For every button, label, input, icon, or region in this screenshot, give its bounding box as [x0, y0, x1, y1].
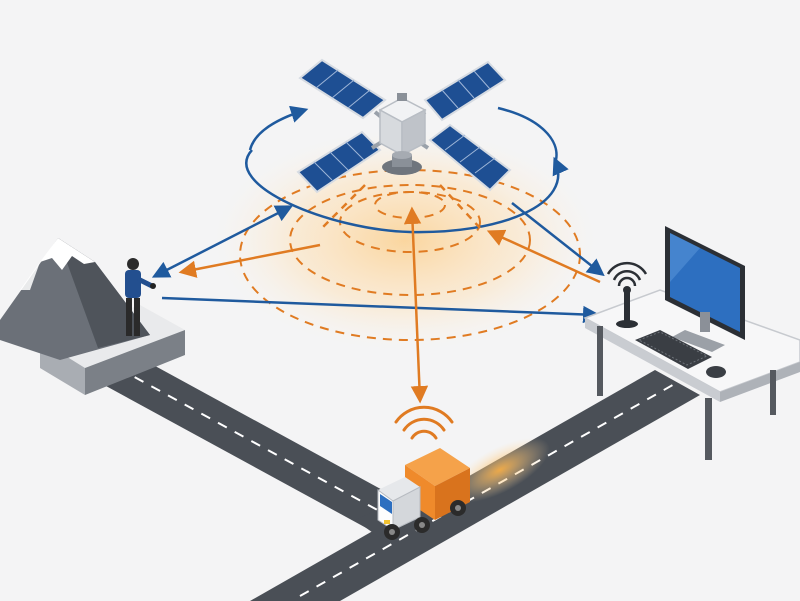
- solar-panel-top-left: [298, 58, 387, 120]
- blue-link-user-station: [161, 296, 601, 324]
- truck-signal-waves: [394, 405, 454, 440]
- solar-panel-bottom-left: [296, 130, 382, 194]
- orange-dash-left: [319, 184, 366, 231]
- person-icon: [125, 258, 156, 336]
- mouse-icon: [706, 366, 726, 378]
- blue-links: [151, 202, 605, 324]
- antenna-icon: [606, 261, 648, 328]
- satellite-icon: [296, 58, 512, 194]
- workstation: [583, 226, 800, 460]
- orange-link-satellite-truck: [403, 206, 429, 404]
- desktop-monitor-icon: [665, 226, 745, 352]
- orange-link-satellite-user: [178, 243, 321, 278]
- truck-motion-glow: [450, 437, 550, 503]
- blue-link-satellite-user: [151, 205, 294, 278]
- orange-links: [178, 184, 601, 404]
- solar-panel-bottom-right: [428, 123, 512, 192]
- orange-dash-right: [439, 184, 481, 229]
- keyboard-icon: [635, 330, 712, 369]
- orange-link-satellite-station: [486, 229, 601, 284]
- road-network: [95, 355, 700, 601]
- road-left-marking: [117, 367, 393, 519]
- solar-panel-top-right: [423, 60, 507, 122]
- blue-link-satellite-station: [511, 202, 605, 277]
- delivery-truck-icon: [377, 405, 470, 540]
